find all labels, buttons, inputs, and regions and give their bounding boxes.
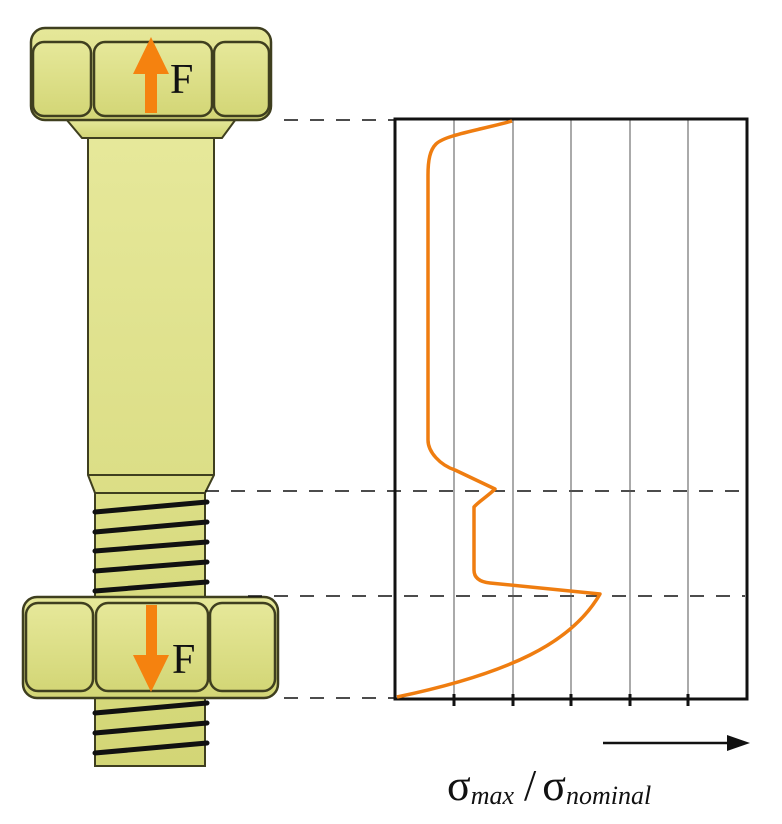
x-axis-label: σmax/σnominal xyxy=(447,761,651,810)
force-arrow-up-icon xyxy=(133,37,169,113)
axis-direction-arrow-icon xyxy=(603,735,750,751)
stress-curve xyxy=(396,119,602,699)
force-label-bottom: F xyxy=(172,637,195,683)
thread-lines xyxy=(92,499,210,756)
force-label-top: F xyxy=(170,57,193,103)
guide-lines xyxy=(205,119,745,699)
stress-chart xyxy=(393,117,749,706)
x-axis-ticks xyxy=(452,694,690,706)
grid-lines xyxy=(453,120,689,700)
force-arrow-down-icon xyxy=(133,605,169,692)
